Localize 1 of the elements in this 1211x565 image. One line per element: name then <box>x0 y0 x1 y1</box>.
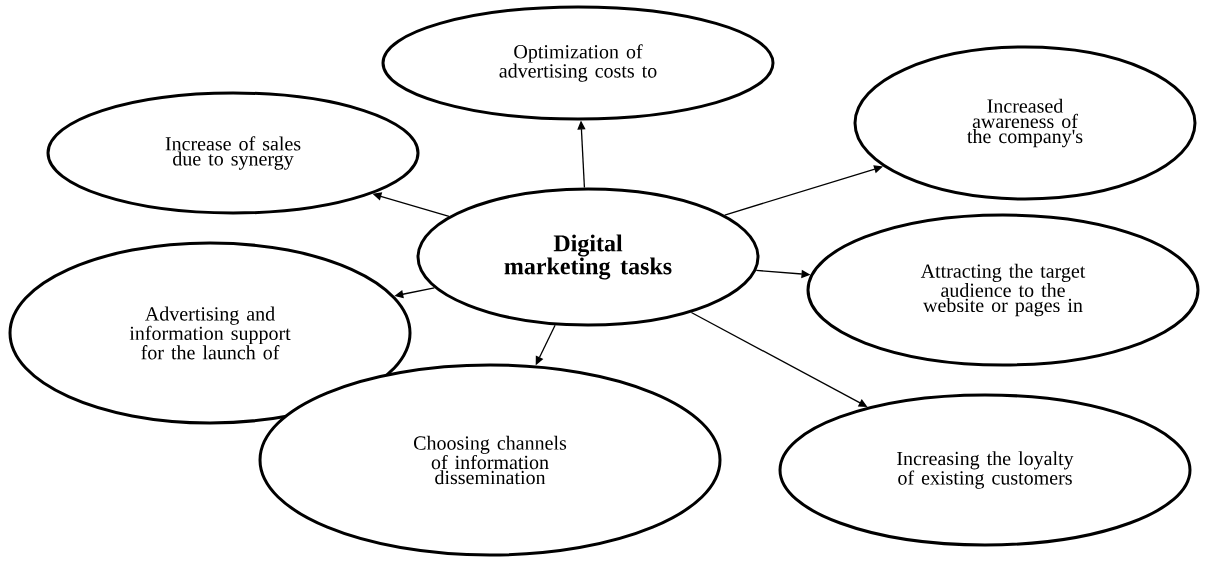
node-label: Choosing channels of information dissemination <box>414 435 567 485</box>
